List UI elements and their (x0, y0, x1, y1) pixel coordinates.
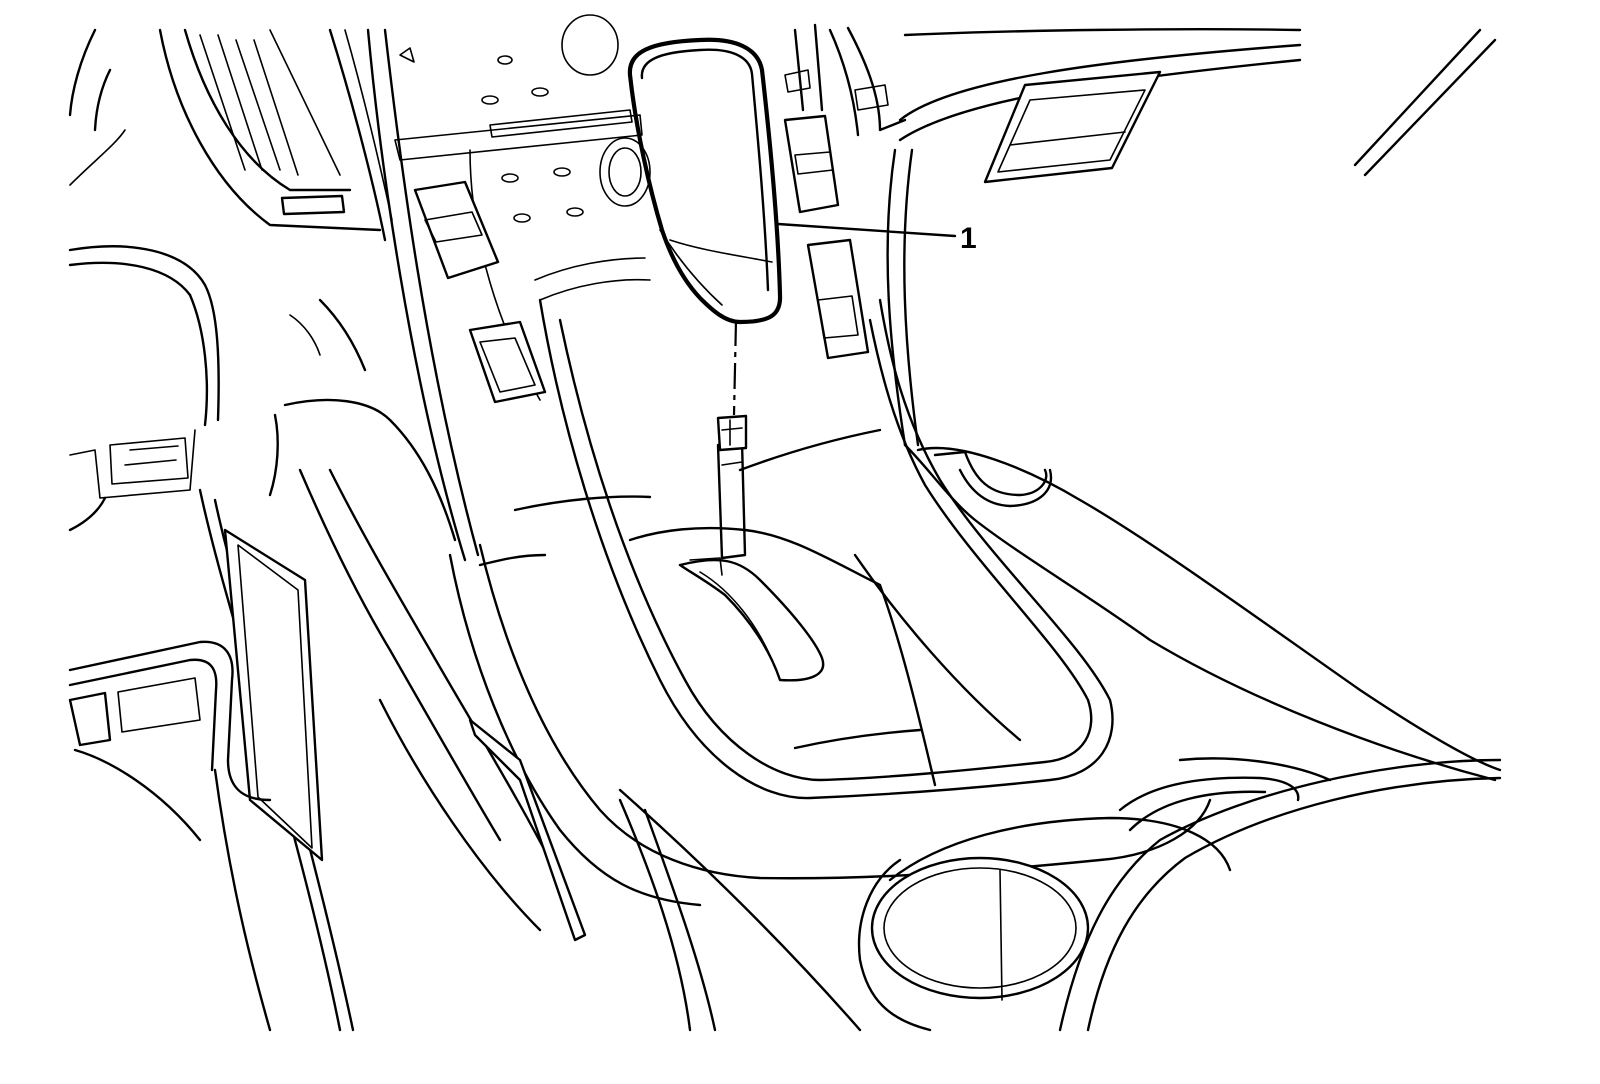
callout-1-leader (776, 222, 957, 238)
cupholders (618, 757, 1502, 1032)
callout-1: 1 (776, 222, 977, 255)
callout-1-label: 1 (960, 222, 977, 255)
right-dash-panel (828, 26, 1497, 447)
center-stack (366, 14, 870, 562)
left-air-vent (158, 28, 393, 242)
left-console-side (198, 298, 587, 1032)
center-console (448, 298, 1502, 907)
shift-lever (716, 319, 748, 560)
left-dash-panel (68, 28, 220, 532)
shift-knob (627, 37, 783, 325)
left-floor (68, 640, 272, 1032)
